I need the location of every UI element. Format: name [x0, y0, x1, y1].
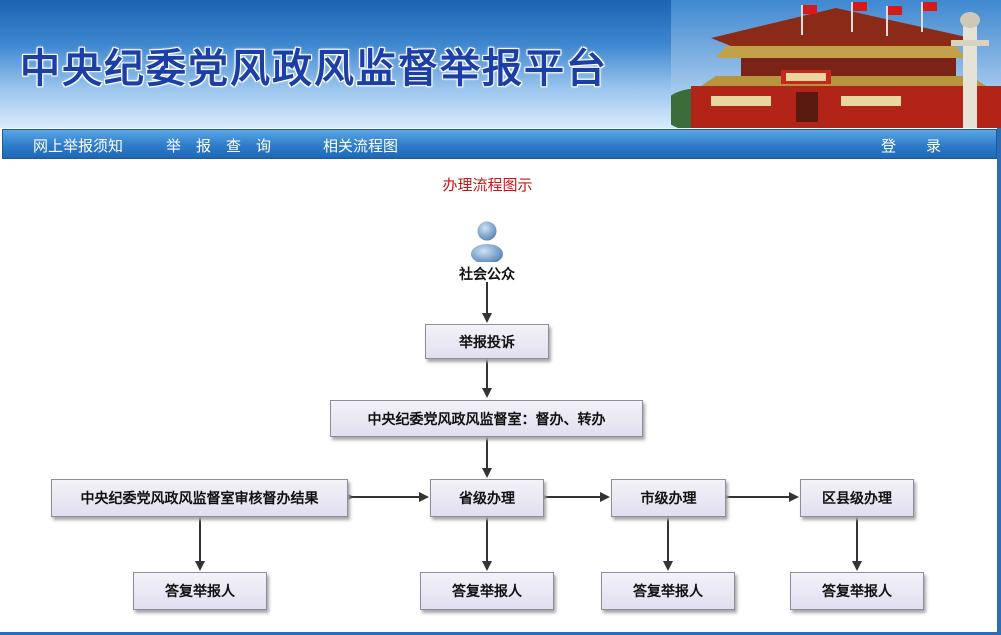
public-label: 社会公众 [459, 267, 515, 283]
tiananmen-gate-image [671, 0, 1001, 128]
nav-bar: 网上举报须知 举 报 查 询 相关流程图 登 录 [2, 129, 997, 159]
frame-border-bottom [0, 632, 1001, 635]
person-icon [471, 220, 503, 262]
reply-box-provincial: 答复举报人 [420, 572, 554, 610]
reply-box-review: 答复举报人 [133, 572, 267, 610]
frame-border-right [997, 128, 1001, 635]
report-complaint-box: 举报投诉 [425, 324, 549, 359]
city-handling-box: 市级办理 [611, 479, 726, 517]
county-handling-box: 区县级办理 [800, 479, 914, 517]
nav-report-query-link[interactable]: 举 报 查 询 [166, 137, 272, 155]
header-banner: 中央纪委党风政风监督举报平台 [0, 0, 1001, 128]
flow-title: 办理流程图示 [442, 176, 533, 194]
nav-report-notice-link[interactable]: 网上举报须知 [33, 137, 124, 155]
login-link[interactable]: 登 录 [881, 137, 942, 155]
review-result-box: 中央纪委党风政风监督室审核督办结果 [51, 479, 348, 517]
nav-flowchart-link[interactable]: 相关流程图 [323, 137, 399, 155]
reply-box-city: 答复举报人 [601, 572, 735, 610]
supervision-office-box: 中央纪委党风政风监督室：督办、转办 [330, 400, 643, 437]
provincial-handling-box: 省级办理 [430, 479, 544, 517]
reply-box-county: 答复举报人 [790, 572, 924, 610]
site-title: 中央纪委党风政风监督举报平台 [20, 46, 608, 92]
